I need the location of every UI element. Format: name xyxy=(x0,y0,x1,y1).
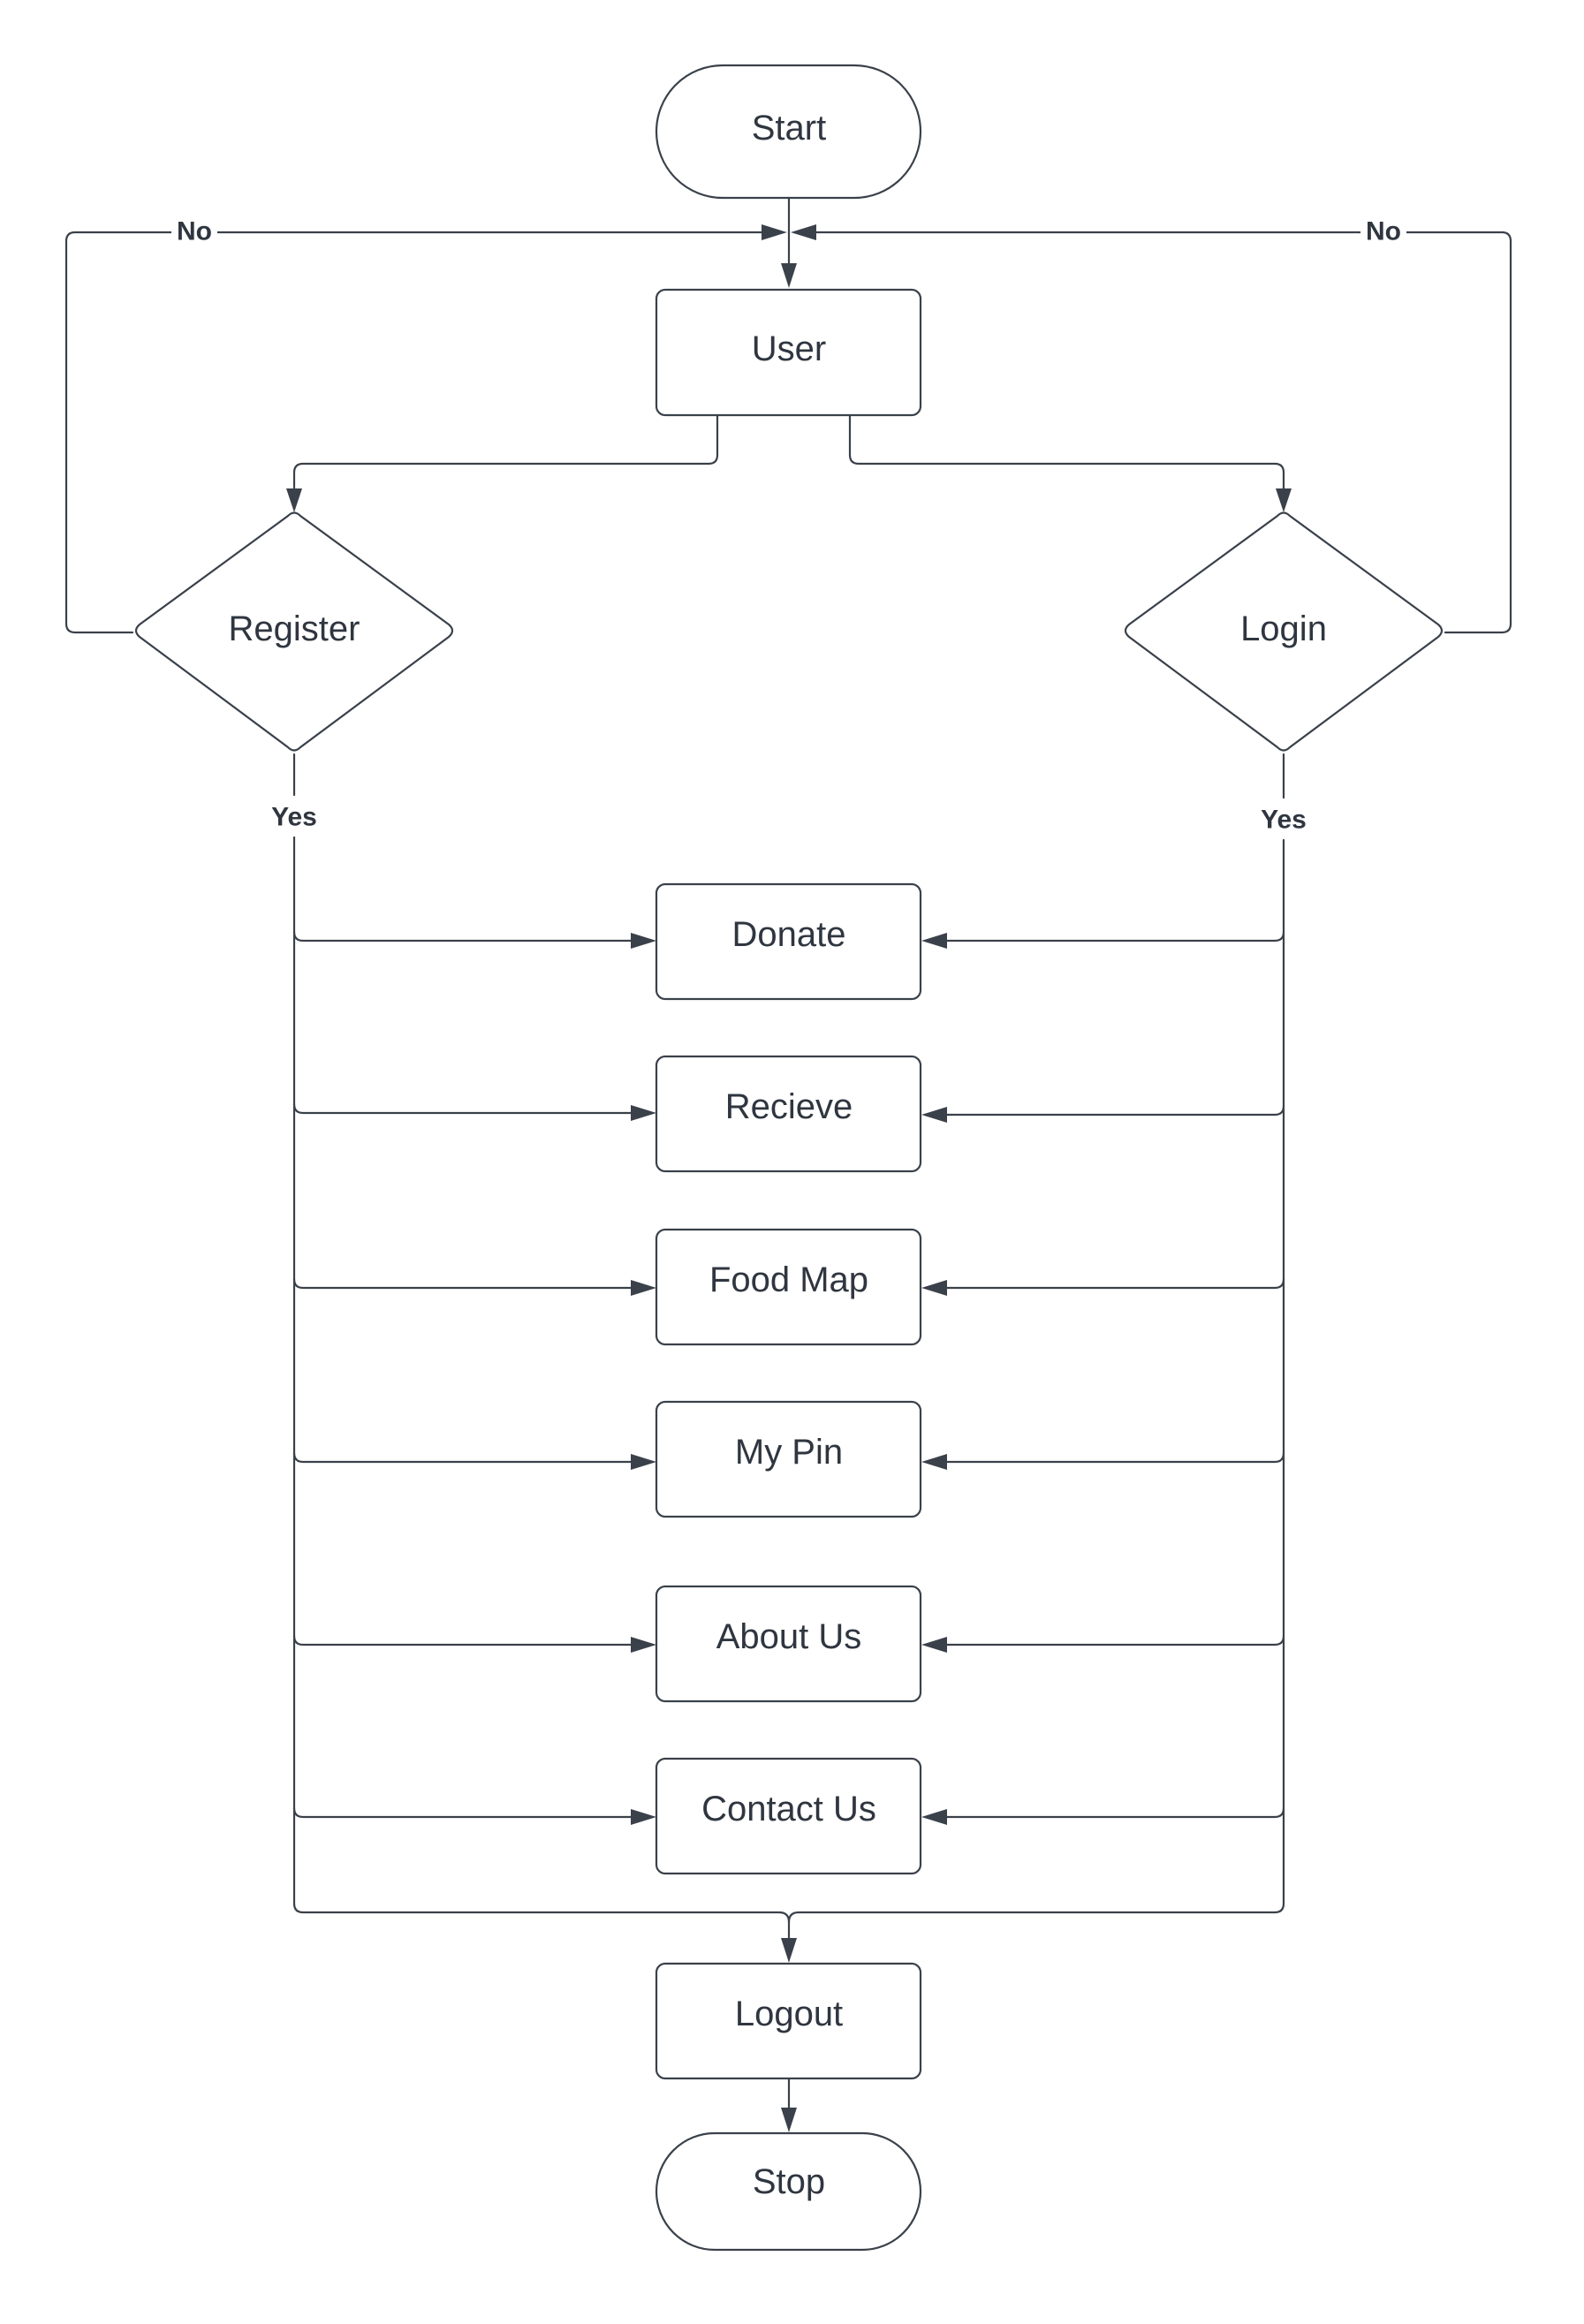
label-register-no: No xyxy=(177,217,212,246)
edge-labels: No No Yes Yes xyxy=(171,216,1406,835)
logout-label: Logout xyxy=(735,1995,843,2033)
arrow-login-contact-us xyxy=(921,1809,947,1825)
arrow-reg-about-us xyxy=(631,1637,656,1653)
about-us-process-shape xyxy=(655,1585,922,1703)
edge-user-to-register xyxy=(292,413,719,496)
label-register-yes: Yes xyxy=(271,803,317,832)
arrow-reg-food-map xyxy=(631,1280,656,1296)
my-pin-process-shape xyxy=(655,1400,922,1518)
arrow-login-food-map xyxy=(921,1280,947,1296)
node-about-us: About Us xyxy=(655,1585,922,1703)
contact-us-process-shape xyxy=(655,1757,922,1875)
node-donate: Donate xyxy=(655,882,922,1001)
user-process-shape xyxy=(655,288,922,417)
node-contact-us: Contact Us xyxy=(655,1757,922,1875)
stop-terminator-shape xyxy=(655,2131,922,2252)
label-login-no: No xyxy=(1366,217,1401,246)
edge-login-to-donate xyxy=(938,930,1285,942)
arrow-into-stop xyxy=(781,2108,797,2132)
user-label: User xyxy=(752,329,826,368)
arrow-login-recieve xyxy=(921,1107,947,1123)
donate-process-shape xyxy=(655,882,922,1001)
edge-login-no-loop xyxy=(806,231,1512,634)
edge-login-yes-trunk xyxy=(787,753,1285,1924)
edge-register-no-loop xyxy=(64,231,772,634)
register-decision-shape xyxy=(134,511,454,752)
donate-label: Donate xyxy=(732,915,846,954)
logout-process-shape xyxy=(655,1962,922,2080)
stop-label: Stop xyxy=(753,2162,825,2201)
arrow-into-login xyxy=(1276,488,1292,512)
edge-login-to-contact-us xyxy=(938,1806,1285,1819)
arrow-login-about-us xyxy=(921,1637,947,1653)
arrow-reg-recieve xyxy=(631,1105,656,1121)
edge-reg-to-my-pin xyxy=(292,1451,640,1464)
contact-us-label: Contact Us xyxy=(701,1790,876,1828)
edge-login-to-food-map xyxy=(938,1277,1285,1290)
label-login-yes: Yes xyxy=(1261,806,1307,835)
login-label: Login xyxy=(1240,609,1327,648)
node-stop: Stop xyxy=(655,2131,922,2252)
node-recieve: Recieve xyxy=(655,1055,922,1173)
arrow-into-logout xyxy=(781,1938,797,1963)
login-decision-shape xyxy=(1124,511,1444,752)
start-terminator-shape xyxy=(655,64,922,200)
arrow-reg-my-pin xyxy=(631,1454,656,1470)
node-my-pin: My Pin xyxy=(655,1400,922,1518)
edge-reg-to-recieve xyxy=(292,1102,640,1115)
edge-user-to-login xyxy=(848,413,1285,496)
node-user: User xyxy=(655,288,922,417)
arrow-login-no-into-main xyxy=(791,224,816,240)
edge-reg-to-contact-us xyxy=(292,1806,640,1819)
edge-login-to-about-us xyxy=(938,1634,1285,1646)
edge-register-yes-trunk xyxy=(292,753,791,1945)
edge-reg-to-food-map xyxy=(292,1277,640,1290)
food-map-process-shape xyxy=(655,1228,922,1346)
node-login: Login xyxy=(1124,511,1444,752)
node-start: Start xyxy=(655,64,922,200)
arrow-register-no-into-main xyxy=(762,224,787,240)
recieve-process-shape xyxy=(655,1055,922,1173)
arrow-into-register xyxy=(286,488,302,512)
edge-login-to-my-pin xyxy=(938,1451,1285,1464)
edge-reg-to-donate xyxy=(292,930,640,942)
food-map-label: Food Map xyxy=(709,1260,868,1299)
register-label: Register xyxy=(229,609,360,648)
edge-reg-to-about-us xyxy=(292,1634,640,1646)
connectors xyxy=(64,196,1512,2132)
arrow-reg-donate xyxy=(631,933,656,949)
start-label: Start xyxy=(752,109,826,148)
edge-login-to-recieve xyxy=(938,1104,1285,1117)
node-food-map: Food Map xyxy=(655,1228,922,1346)
node-logout: Logout xyxy=(655,1962,922,2080)
arrow-login-donate xyxy=(921,933,947,949)
arrow-login-my-pin xyxy=(921,1454,947,1470)
node-register: Register xyxy=(134,511,454,752)
arrow-reg-contact-us xyxy=(631,1809,656,1825)
recieve-label: Recieve xyxy=(725,1087,853,1126)
arrow-into-user xyxy=(781,263,797,288)
my-pin-label: My Pin xyxy=(735,1433,843,1472)
about-us-label: About Us xyxy=(716,1617,862,1656)
